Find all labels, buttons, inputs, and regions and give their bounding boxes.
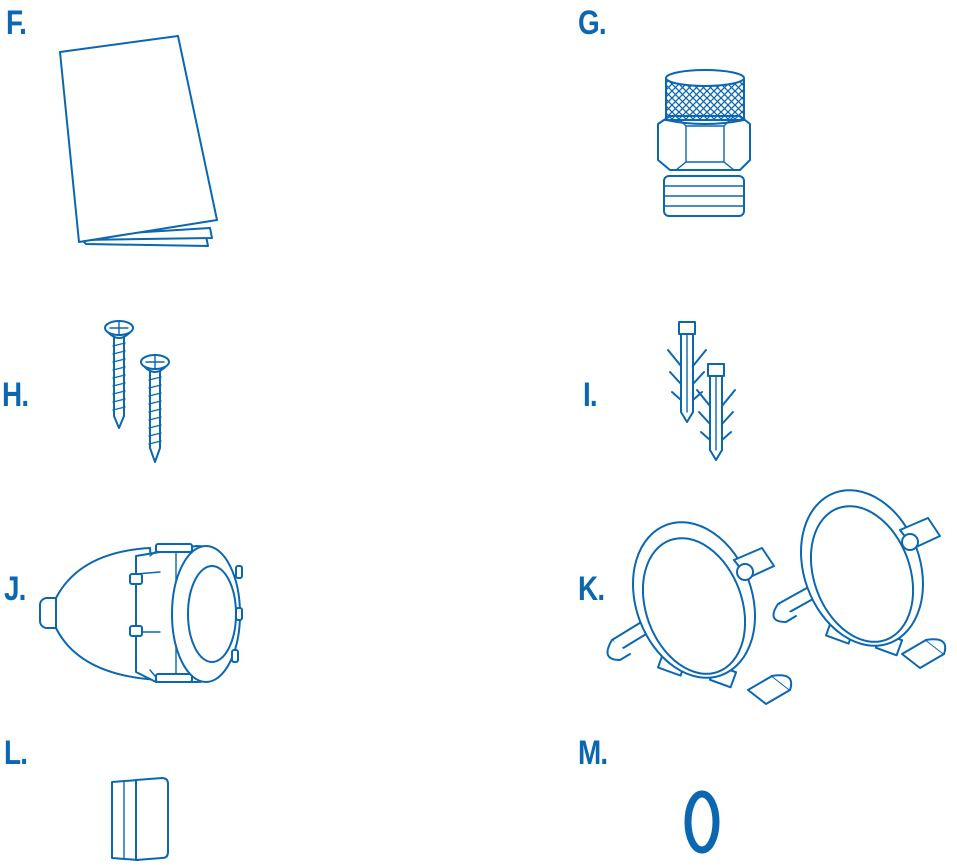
part-label-m: M.	[578, 734, 608, 772]
part-label-f: F.	[6, 4, 27, 42]
pipe-clamps-icon	[606, 489, 947, 705]
part-label-l: L.	[4, 734, 28, 772]
screws-icon	[104, 320, 170, 463]
part-label-k: K.	[578, 570, 605, 608]
sleeve-icon	[111, 777, 169, 861]
part-label-g: G.	[578, 4, 607, 42]
knurled-fitting-icon	[657, 69, 751, 217]
wall-plugs-icon	[667, 321, 736, 461]
part-label-i: I.	[583, 376, 598, 414]
end-cap-icon	[39, 543, 243, 683]
manual-booklet-icon	[59, 35, 218, 247]
o-ring-icon	[684, 790, 720, 854]
part-label-h: H.	[2, 376, 29, 414]
part-label-j: J.	[4, 570, 26, 608]
